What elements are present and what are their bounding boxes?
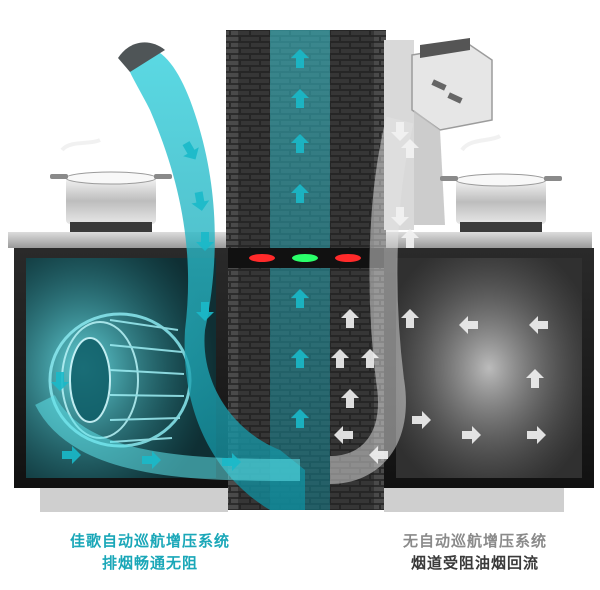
flow-arrow — [191, 191, 210, 211]
cabinet-left — [14, 248, 228, 488]
flow-arrow-blocked — [391, 122, 409, 141]
flow-arrow — [196, 302, 214, 321]
flow-arrow — [291, 409, 309, 428]
caption-with-system: 佳歌自动巡航增压系统 排烟畅通无阻 — [40, 530, 260, 574]
indicator-light-red-2 — [335, 254, 361, 262]
flow-arrow — [222, 453, 241, 471]
flow-arrow-blocked — [462, 426, 481, 444]
flow-arrow-blocked — [341, 309, 359, 328]
flow-arrow-blocked — [401, 309, 419, 328]
indicator-light-red — [249, 254, 275, 262]
caption-without-system-subtitle: 烟道受阻油烟回流 — [410, 554, 539, 572]
flow-arrow-blocked — [331, 349, 349, 368]
flow-arrow-blocked — [527, 426, 546, 444]
flow-arrow — [291, 184, 309, 203]
countertop-right — [386, 232, 592, 248]
caption-with-system-subtitle: 排烟畅通无阻 — [101, 554, 198, 572]
pot-icon-2 — [440, 134, 562, 232]
countertop-left — [8, 232, 226, 248]
caption-without-system: 无自动巡航增压系统 烟道受阻油烟回流 — [355, 530, 595, 574]
flow-arrow-blocked — [459, 316, 478, 334]
flow-arrow-blocked — [412, 411, 431, 429]
flow-arrow — [142, 451, 161, 469]
flow-arrow — [51, 372, 69, 391]
flow-arrow-blocked — [369, 446, 388, 464]
flow-arrow-blocked — [361, 349, 379, 368]
flow-arrow-blocked — [341, 389, 359, 408]
flow-arrow — [182, 141, 199, 160]
cabinet-right — [384, 248, 594, 488]
flow-arrow — [291, 349, 309, 368]
chimney — [226, 30, 386, 510]
indicator-light-green — [292, 254, 318, 262]
flow-arrow — [62, 446, 81, 464]
flow-arrow-blocked — [401, 139, 419, 158]
flow-arrow-blocked — [334, 426, 353, 444]
caption-with-system-title: 佳歌自动巡航增压系统 — [69, 532, 230, 550]
pot-icon — [50, 138, 172, 232]
flow-arrow-blocked — [529, 316, 548, 334]
flow-arrow — [291, 89, 309, 108]
flow-arrow-blocked — [526, 369, 544, 388]
flow-arrow — [196, 232, 214, 251]
flow-arrow-blocked — [401, 229, 419, 248]
flow-arrow — [291, 289, 309, 308]
flow-arrow — [291, 49, 309, 68]
flow-arrow-blocked — [391, 207, 409, 226]
flow-arrow-icon-blocked — [331, 122, 548, 464]
caption-without-system-title: 无自动巡航增压系统 — [402, 532, 547, 550]
flow-arrow — [291, 134, 309, 153]
flow-arrow-icon — [51, 49, 309, 471]
